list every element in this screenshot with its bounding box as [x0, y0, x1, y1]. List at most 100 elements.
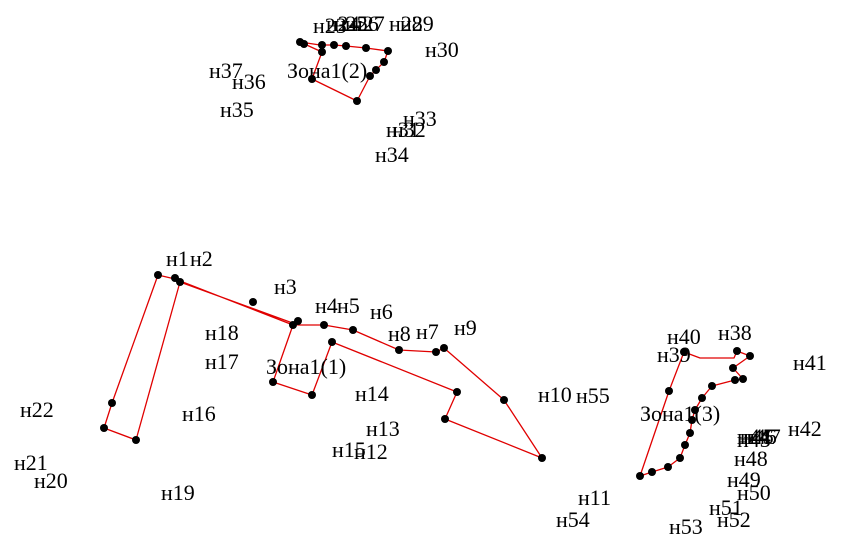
point-label: н51: [709, 495, 743, 520]
vertex-dot: [636, 472, 644, 480]
point-label: н29: [400, 11, 434, 36]
vertex-dot: [500, 396, 508, 404]
point-label: н42: [788, 416, 822, 441]
vertex-dot: [318, 48, 326, 56]
vertex-dot: [691, 406, 699, 414]
vertex-dot: [380, 58, 388, 66]
point-label: н13: [366, 416, 400, 441]
point-label: н50: [737, 480, 771, 505]
point-label: н48: [734, 446, 768, 471]
vertex-dot: [676, 454, 684, 462]
vertex-dot: [681, 441, 689, 449]
point-label: н53: [669, 514, 703, 539]
vertex-dot: [538, 454, 546, 462]
point-label: н5: [337, 293, 360, 318]
point-label: н16: [182, 401, 216, 426]
vertex-dot: [688, 416, 696, 424]
vertex-dot: [362, 44, 370, 52]
vertex-dot: [342, 42, 350, 50]
point-label: н55: [576, 383, 610, 408]
point-label: н26: [345, 11, 379, 36]
point-label: н40: [667, 324, 701, 349]
vertex-dot: [729, 364, 737, 372]
vertex-dot: [453, 388, 461, 396]
vertex-dot: [108, 399, 116, 407]
vertex-dot: [731, 376, 739, 384]
point-label: н1: [166, 246, 189, 271]
vertex-dot: [432, 348, 440, 356]
point-label: н3: [274, 274, 297, 299]
vertex-dot: [249, 298, 257, 306]
point-label: н18: [205, 320, 239, 345]
point-label: н43: [737, 427, 771, 452]
vertex-dot: [708, 382, 716, 390]
vertex-dot: [441, 415, 449, 423]
point-label: н33: [403, 106, 437, 131]
point-label: н52: [717, 507, 751, 532]
vertex-dot: [294, 317, 302, 325]
point-label: н41: [793, 350, 827, 375]
vertex-dot: [154, 271, 162, 279]
point-label: н44: [737, 424, 771, 449]
point-label: н22: [20, 397, 54, 422]
zone-label-2: Зона1(2): [287, 58, 367, 83]
point-label: н11: [578, 485, 611, 510]
point-label: н23: [313, 13, 347, 38]
vertex-dot: [353, 97, 361, 105]
vertex-dot: [686, 429, 694, 437]
point-label: н20: [34, 468, 68, 493]
vertex-points: [100, 38, 754, 480]
vertex-dot: [349, 326, 357, 334]
point-label: н15: [332, 437, 366, 462]
vertex-dot: [328, 338, 336, 346]
point-label: н31: [386, 117, 420, 142]
point-label: н28: [389, 11, 423, 36]
vertex-dot: [318, 41, 326, 49]
vertex-dot: [698, 394, 706, 402]
point-label: н32: [392, 117, 426, 142]
vertex-dot: [176, 278, 184, 286]
point-label: н34: [375, 142, 409, 167]
point-label: н45: [740, 424, 774, 449]
vertex-dot: [665, 387, 673, 395]
point-label: н4: [315, 293, 338, 318]
zone-label-3: Зона1(3): [640, 401, 720, 426]
point-label: н6: [370, 299, 393, 324]
point-label: н19: [161, 480, 195, 505]
point-label: н9: [454, 315, 477, 340]
vertex-dot: [746, 352, 754, 360]
vertex-dot: [648, 468, 656, 476]
point-label: н10: [538, 382, 572, 407]
point-label: н12: [354, 439, 388, 464]
vertex-dot: [308, 391, 316, 399]
vertex-dot: [300, 40, 308, 48]
vertex-dot: [664, 463, 672, 471]
vertex-dot: [100, 424, 108, 432]
point-label: н14: [355, 381, 389, 406]
point-label: н49: [727, 467, 761, 492]
vertex-dot: [132, 436, 140, 444]
vertex-dot: [269, 378, 277, 386]
vertex-dot: [739, 375, 747, 383]
vertex-dot: [733, 347, 741, 355]
point-label: н39: [657, 342, 691, 367]
point-label: н35: [220, 97, 254, 122]
vertex-dot: [308, 75, 316, 83]
point-label: н38: [718, 320, 752, 345]
vertex-dot: [366, 72, 374, 80]
zone-labels: Зона1(1) Зона1(2) Зона1(3): [266, 58, 720, 426]
point-label: н36: [232, 69, 266, 94]
point-label: н37: [209, 58, 243, 83]
vertex-dot: [680, 348, 688, 356]
vertex-dot: [320, 321, 328, 329]
point-label: н17: [205, 349, 239, 374]
point-label: н2: [190, 246, 213, 271]
point-label: н27: [351, 11, 385, 36]
point-label: н8: [388, 321, 411, 346]
vertex-dot: [372, 66, 380, 74]
point-label: н25: [334, 11, 368, 36]
point-label: н7: [416, 319, 439, 344]
vertex-dot: [330, 41, 338, 49]
